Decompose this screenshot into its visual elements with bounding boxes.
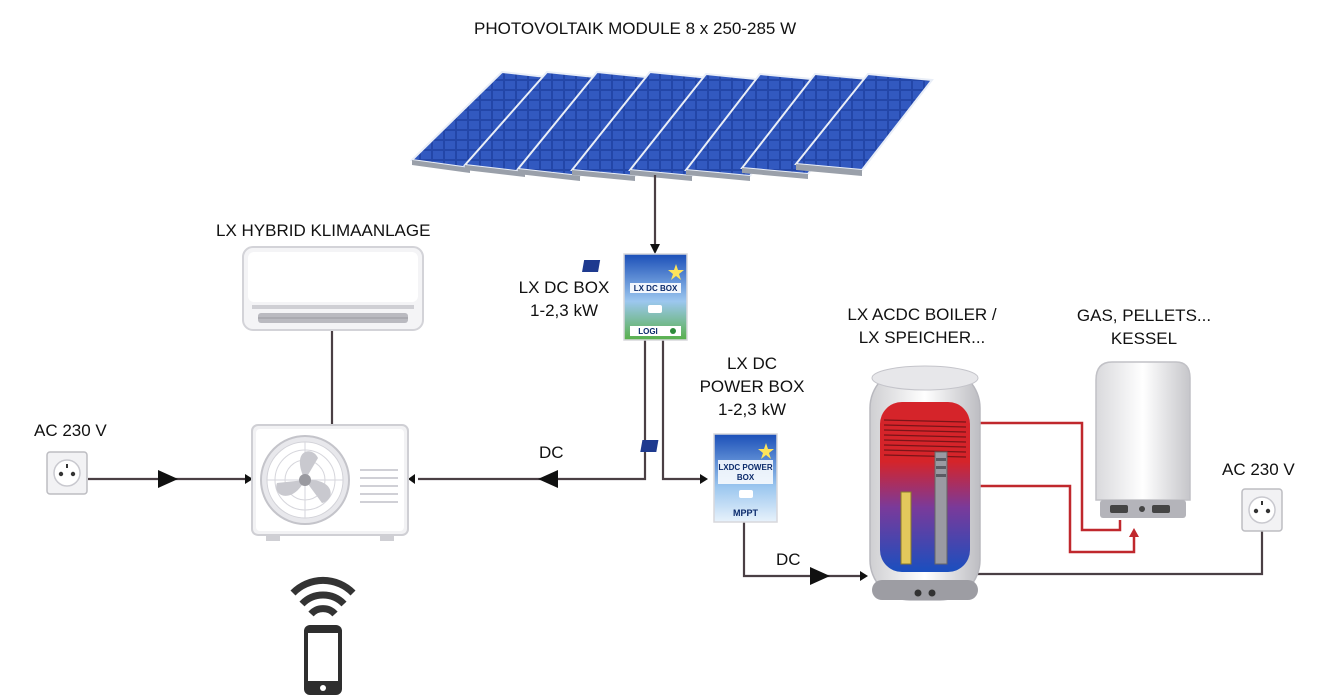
dc-left-label: DC — [539, 443, 564, 462]
solar-panel-icon — [516, 70, 657, 181]
arrow-tip-icon — [700, 474, 708, 484]
dc-right-label: DC — [776, 550, 801, 569]
power-box-panel-text-2: BOX — [737, 473, 755, 482]
arrow-right-icon — [810, 567, 830, 585]
kessel-label: GAS, PELLETS... KESSEL — [1060, 304, 1228, 350]
wifi-icon — [290, 576, 356, 617]
power-box-mppt-text: MPPT — [733, 508, 759, 518]
solar-panel-icon — [570, 70, 712, 181]
dc-box-panel-text: LX DC BOX — [634, 284, 678, 293]
lx-dc-box-device: LX DC BOX LOGI — [582, 253, 688, 341]
air-conditioner-indoor-icon — [242, 246, 424, 331]
ac-left-label: AC 230 V — [34, 421, 107, 440]
kessel-label-line2: KESSEL — [1110, 329, 1178, 348]
arrow-right-icon — [158, 470, 178, 488]
power-box-panel-text-1: LXDC POWER — [718, 463, 772, 472]
power-box-label: LX DC POWER BOX 1-2,3 kW — [690, 352, 814, 421]
arrow-left-icon — [538, 470, 558, 488]
pv-modules-label: PHOTOVOLTAIK MODULE 8 x 250-285 W — [474, 19, 797, 38]
power-box-label-line3: 1-2,3 kW — [717, 400, 787, 419]
air-conditioner-outdoor-icon — [251, 424, 409, 541]
solar-panel-icon — [684, 72, 824, 181]
gas-boiler-icon — [1095, 361, 1191, 518]
boiler-label: LX ACDC BOILER / LX SPEICHER... — [822, 303, 1022, 349]
power-socket-icon — [1241, 488, 1283, 532]
dc-box-brand-text: LOGI — [638, 327, 658, 336]
solar-panel-icon — [794, 72, 934, 176]
arrow-up-icon — [1129, 528, 1139, 537]
heating-pipes — [975, 421, 1136, 554]
power-box-label-line2: POWER BOX — [699, 377, 805, 396]
boiler-label-line2: LX SPEICHER... — [858, 328, 986, 347]
kessel-label-line1: GAS, PELLETS... — [1076, 306, 1212, 325]
hybrid-ac-label: LX HYBRID KLIMAANLAGE — [216, 221, 431, 240]
boiler-label-line1: LX ACDC BOILER / — [847, 305, 997, 324]
arrow-down-icon — [650, 244, 660, 254]
smartphone-icon — [304, 625, 342, 695]
power-socket-icon — [46, 451, 88, 495]
solar-panel-icon — [628, 72, 768, 181]
lx-dc-power-box-device: LXDC POWER BOX MPPT — [640, 433, 778, 523]
water-boiler-icon — [869, 365, 981, 601]
power-box-label-line1: LX DC — [726, 354, 778, 373]
dc-box-label: LX DC BOX 1-2,3 kW — [508, 276, 620, 322]
arrow-tip-icon — [860, 571, 868, 581]
ac-right-label: AC 230 V — [1222, 460, 1295, 479]
solar-panel-array — [409, 70, 934, 181]
arrow-tip-icon — [245, 474, 253, 484]
ac-right-wire — [955, 530, 1264, 576]
dc-left-wire — [418, 340, 647, 481]
dcbox-to-powerbox-wire — [661, 340, 706, 481]
solar-panel-icon — [740, 72, 880, 179]
dc-box-label-line1: LX DC BOX — [518, 278, 610, 297]
arrow-tip-icon — [408, 474, 415, 484]
dc-box-label-line2: 1-2,3 kW — [529, 301, 599, 320]
dc-right-wire — [742, 522, 865, 578]
